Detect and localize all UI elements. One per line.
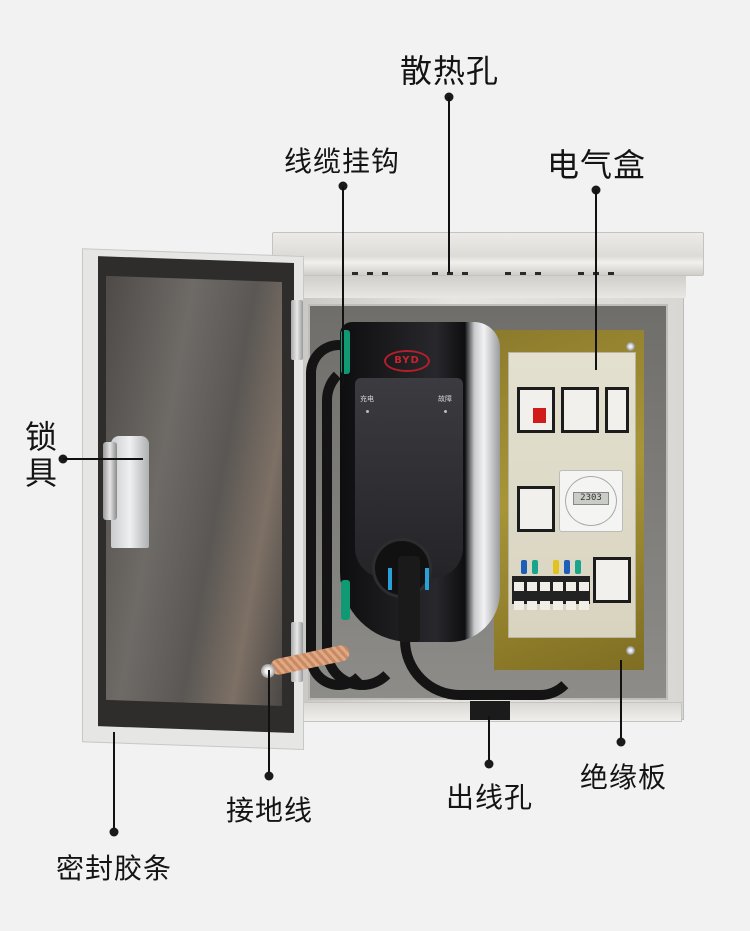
- callout-lock: 锁具: [20, 420, 58, 492]
- callout-insulation-board: 绝缘板: [580, 761, 668, 794]
- charging-indicator-label: 充电: [360, 395, 374, 403]
- vent-hole: [432, 272, 438, 275]
- wire-blue: [564, 560, 570, 574]
- callout-dot-icon: [264, 771, 274, 781]
- charging-cable: [306, 340, 372, 690]
- cable-hook-lower: [341, 580, 350, 620]
- callout-line: [63, 458, 143, 460]
- charging-cable: [400, 600, 580, 700]
- surge-protector: [593, 557, 631, 603]
- callout-ground-wire: 接地线: [226, 794, 314, 827]
- callout-line: [448, 97, 450, 273]
- callout-line: [488, 716, 490, 764]
- vent-hole: [352, 272, 358, 275]
- callout-sealing-strip: 密封胶条: [56, 852, 173, 885]
- socket-latch-icon: [388, 568, 392, 590]
- callout-line: [113, 732, 115, 832]
- vent-hole: [505, 272, 511, 275]
- screw-icon: [626, 342, 635, 351]
- charging-led-icon: [366, 410, 369, 413]
- power-outlet: [561, 387, 599, 433]
- vent-hole: [535, 272, 541, 275]
- fault-led-icon: [444, 410, 447, 413]
- breaker-switch: [532, 408, 546, 424]
- vent-hole: [447, 272, 453, 275]
- callout-dot-icon: [616, 737, 626, 747]
- door-lock: [103, 436, 149, 548]
- callout-cable-exit-hole: 出线孔: [446, 781, 534, 814]
- fault-indicator-label: 故障: [438, 395, 452, 403]
- energy-meter: [517, 486, 555, 532]
- network-socket: [605, 387, 629, 433]
- wire-yellow: [553, 560, 559, 574]
- enclosure-top-lip: [276, 276, 686, 298]
- vent-hole: [578, 272, 584, 275]
- door-hinge-lower: [291, 622, 303, 682]
- charging-plug: [398, 556, 420, 642]
- callout-dot-icon: [484, 759, 494, 769]
- callout-line: [342, 186, 344, 386]
- callout-line: [595, 190, 597, 370]
- enclosure-rain-cover: [272, 232, 704, 276]
- wire-green: [575, 560, 581, 574]
- door-hinge-upper: [291, 300, 303, 360]
- cable-exit-hole: [470, 701, 510, 720]
- vent-hole: [608, 272, 614, 275]
- cable-hook-upper: [341, 330, 350, 374]
- callout-cable-hook: 线缆挂钩: [284, 145, 401, 178]
- callout-vent-holes: 散热孔: [400, 52, 500, 90]
- callout-line: [620, 660, 622, 742]
- brand-logo: BYD: [384, 350, 430, 372]
- digital-timer-switch: 2303: [559, 470, 623, 532]
- wire-green: [532, 560, 538, 574]
- charging-cable: [322, 360, 402, 690]
- timer-display: 2303: [573, 492, 609, 505]
- vent-hole: [520, 272, 526, 275]
- callout-electrical-box: 电气盒: [547, 146, 647, 184]
- callout-dot-icon: [109, 827, 119, 837]
- vent-hole: [382, 272, 388, 275]
- vent-hole: [367, 272, 373, 275]
- socket-latch-icon: [425, 568, 429, 590]
- circuit-breaker: [517, 387, 555, 433]
- wire-blue: [521, 560, 527, 574]
- callout-line: [268, 670, 270, 776]
- screw-icon: [626, 646, 635, 655]
- vent-hole: [462, 272, 468, 275]
